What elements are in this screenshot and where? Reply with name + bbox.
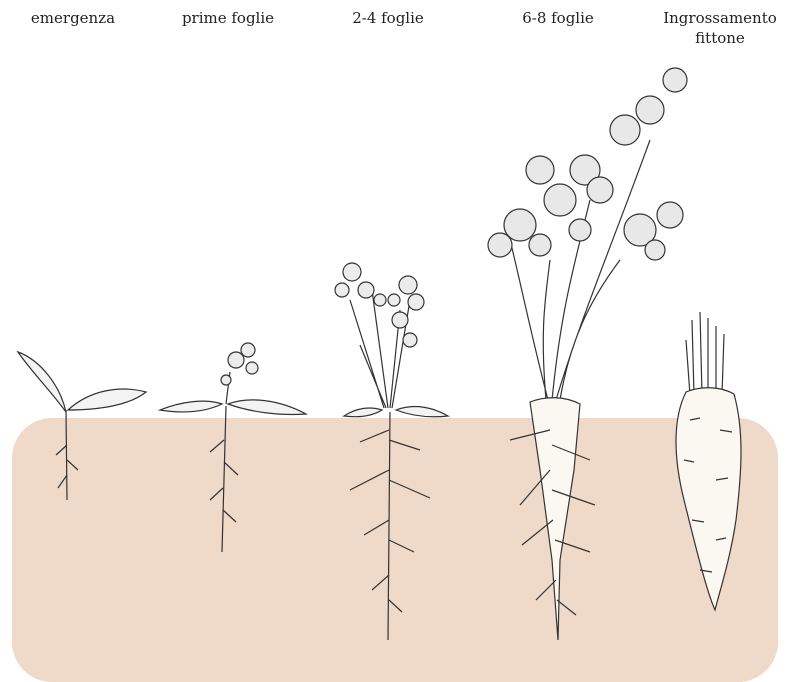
soil-area <box>12 418 778 682</box>
